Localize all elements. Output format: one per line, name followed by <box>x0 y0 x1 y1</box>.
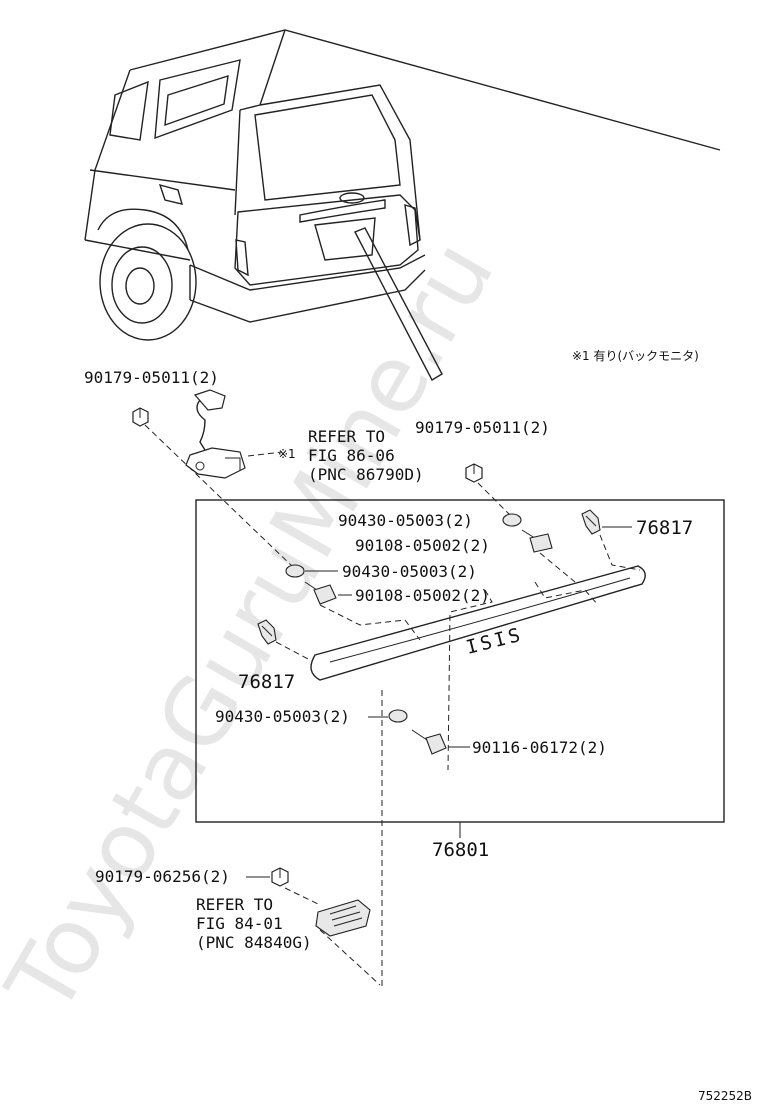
leader-nut-to-washer <box>144 424 293 567</box>
part-label-90430-05003-lower: 90430-05003(2) <box>215 707 350 726</box>
refer-2-line3: (PNC 84840G) <box>196 933 312 952</box>
emblem-isis: ISIS <box>464 624 525 659</box>
refer-2-line2: FIG 84-01 <box>196 914 283 933</box>
part-label-90108-05002-middle: 90108-05002(2) <box>355 586 490 605</box>
nut-90179-06256 <box>271 867 289 887</box>
clip-76817-left <box>257 619 277 645</box>
part-label-90179-05011-right: 90179-05011(2) <box>415 418 550 437</box>
part-label-76801: 76801 <box>432 839 489 861</box>
refer-2-line1: REFER TO <box>196 895 273 914</box>
screw-90108-05002-upper <box>521 529 553 553</box>
leader-clip-right-to-garnish <box>599 534 641 571</box>
diagram-code: 752252B <box>698 1089 752 1103</box>
part-label-90116-06172: 90116-06172(2) <box>472 738 607 757</box>
part-label-90179-05011-left: 90179-05011(2) <box>84 368 219 387</box>
mount-guide-center <box>447 589 493 771</box>
screw-90108-05002-middle <box>304 581 337 605</box>
washer-90430-05003-upper <box>502 513 522 527</box>
leader-right-nut <box>477 482 511 516</box>
washer-90430-05003-middle <box>285 564 305 578</box>
clip-76817-right <box>581 509 601 535</box>
leader-upper-screw <box>539 552 576 583</box>
leader-lamp-guide <box>319 929 381 986</box>
part-label-76817-right: 76817 <box>636 517 693 539</box>
nut-90179-05011-right <box>465 463 483 483</box>
vehicle-rear-illustration <box>84 29 721 381</box>
back-door-garnish-76801: ISIS <box>310 565 646 681</box>
refer-1-mark: ※1 <box>278 447 296 461</box>
refer-1-line2: FIG 86-06 <box>308 446 395 465</box>
washer-90430-05003-lower <box>388 709 408 723</box>
leader-clip-left-to-garnish <box>275 641 311 661</box>
part-label-90430-05003-middle: 90430-05003(2) <box>342 562 477 581</box>
nut-90179-05011-left <box>132 407 149 427</box>
refer-1-line3: (PNC 86790D) <box>308 465 424 484</box>
part-label-90179-06256: 90179-06256(2) <box>95 867 230 886</box>
part-label-76817-left: 76817 <box>238 671 295 693</box>
mount-guide-left <box>319 604 421 641</box>
leader-camera-ref <box>247 451 283 457</box>
back-camera-assembly <box>185 389 246 479</box>
leader-nut-to-lamp <box>284 887 321 906</box>
bolt-90116-06172 <box>411 729 447 755</box>
license-plate-lamp <box>315 899 371 937</box>
part-label-90108-05002-upper: 90108-05002(2) <box>355 536 490 555</box>
part-label-90430-05003-upper: 90430-05003(2) <box>338 511 473 530</box>
backup-monitor-note: ※1 有り(バックモニタ) <box>572 349 699 363</box>
refer-1-line1: REFER TO <box>308 427 385 446</box>
